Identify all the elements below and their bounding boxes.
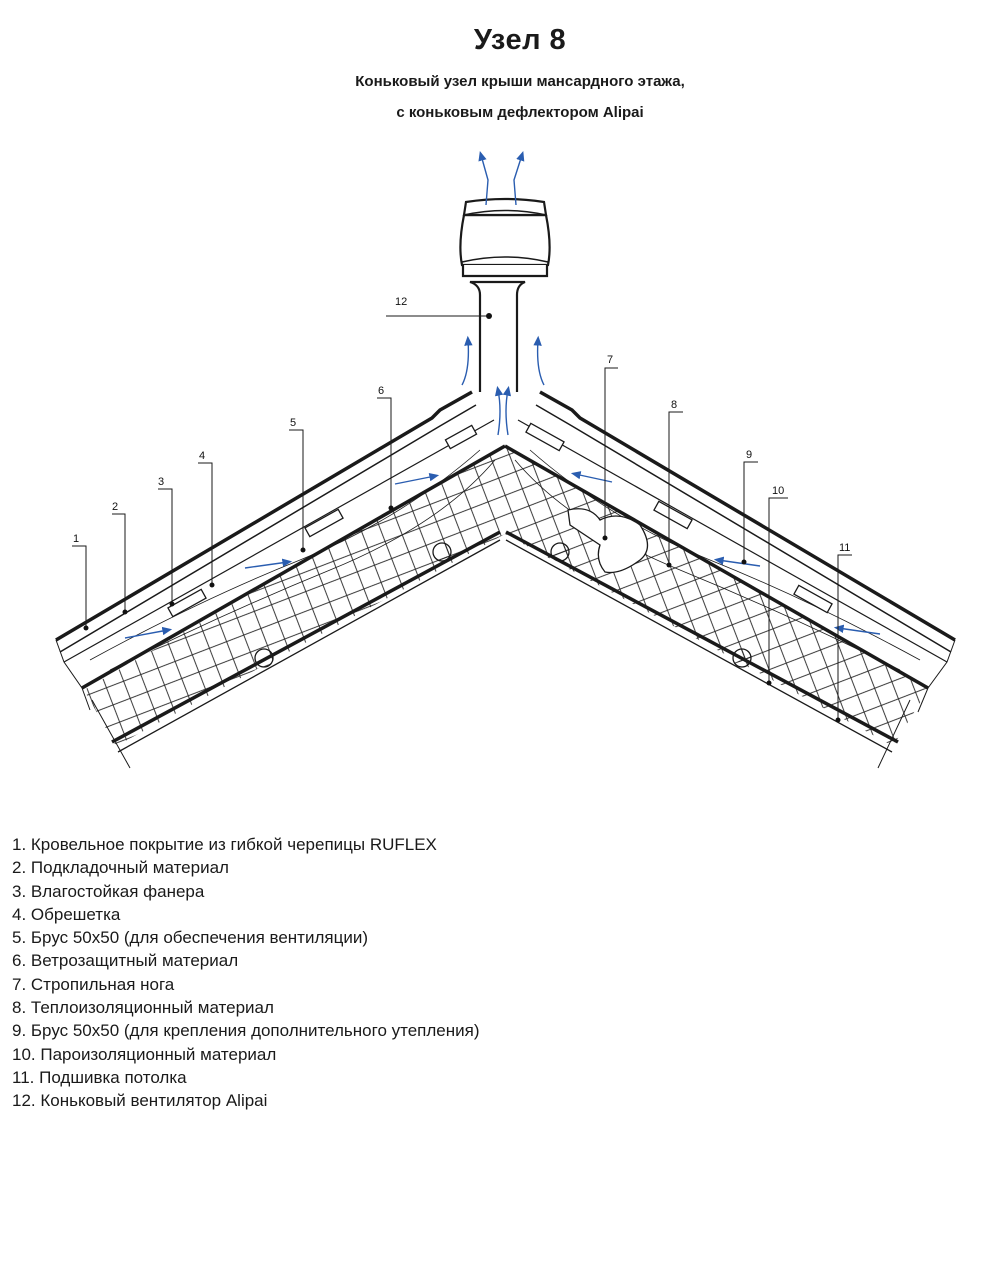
airflow-arrows: [124, 150, 881, 639]
callout-11: 11: [839, 542, 850, 554]
legend-item: 7. Стропильная нога: [12, 974, 175, 994]
callout-4: 4: [199, 450, 205, 462]
legend-item: 11. Подшивка потолка: [12, 1067, 187, 1087]
callout-3: 3: [158, 476, 164, 488]
legend-item: 9. Брус 50х50 (для крепления дополнитель…: [12, 1021, 480, 1041]
callout-6: 6: [378, 385, 384, 397]
subtitle-line-1: Коньковый узел крыши мансардного этажа,: [355, 73, 685, 90]
callout-5: 5: [290, 417, 296, 429]
legend-item: 6. Ветрозащитный материал: [12, 951, 239, 971]
callout-numbers: 1 2 3 4 5 6 7 8 9 10 11 12: [73, 296, 850, 554]
legend-item: 10. Пароизоляционный материал: [12, 1044, 277, 1064]
roof-ridge-drawing: 1 2 3 4 5 6 7 8 9 10 11 12: [55, 150, 956, 769]
callout-7: 7: [607, 354, 613, 366]
rafter-section: [567, 508, 649, 574]
callout-2: 2: [112, 501, 118, 513]
callout-8: 8: [671, 399, 677, 411]
subtitle-line-2: с коньковым дефлектором Alipai: [396, 104, 644, 121]
legend-item: 5. Брус 50х50 (для обеспечения вентиляци…: [12, 928, 368, 948]
legend-list: 1. Кровельное покрытие из гибкой черепиц…: [12, 833, 480, 1113]
legend-item: 3. Влагостойкая фанера: [12, 881, 205, 901]
callout-dots: [83, 313, 841, 723]
callout-10: 10: [772, 485, 784, 497]
battens: [167, 422, 833, 668]
legend-item: 1. Кровельное покрытие из гибкой черепиц…: [12, 835, 437, 854]
callout-9: 9: [746, 449, 752, 461]
insulation-layer: [84, 446, 928, 746]
legend-item: 12. Коньковый вентилятор Alipai: [12, 1091, 268, 1111]
legend-item: 4. Обрешетка: [12, 904, 121, 924]
callout-12: 12: [395, 296, 407, 308]
ridge-ventilator: [459, 197, 551, 392]
callout-1: 1: [73, 533, 79, 545]
callout-leaders: [72, 315, 852, 720]
legend-item: 2. Подкладочный материал: [12, 858, 229, 878]
roof-layers: [55, 390, 956, 769]
page-title: Узел 8: [473, 24, 567, 56]
legend-item: 8. Теплоизоляционный материал: [12, 998, 274, 1018]
